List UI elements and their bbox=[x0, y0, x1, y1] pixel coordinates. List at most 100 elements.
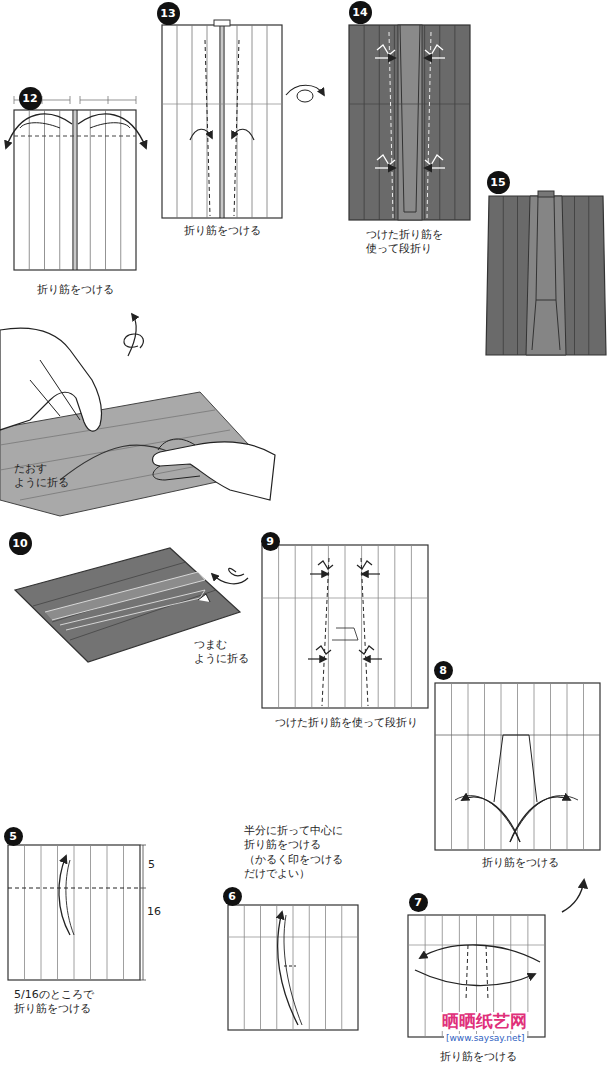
instruction-note: つまむ ように折る bbox=[194, 638, 258, 667]
drawing-stroke bbox=[349, 25, 470, 220]
dimension: 16 bbox=[147, 905, 161, 919]
drawing-stroke bbox=[14, 110, 136, 270]
drawing-stroke bbox=[158, 439, 195, 450]
drawing-stroke bbox=[377, 45, 395, 55]
drawing-stroke bbox=[394, 545, 395, 708]
drawing-stroke bbox=[574, 196, 575, 355]
step-number: 10 bbox=[9, 532, 32, 555]
drawing-stroke bbox=[29, 110, 30, 270]
drawing-stroke bbox=[486, 945, 488, 1000]
drawing-stroke bbox=[14, 136, 136, 137]
drawing-stroke bbox=[425, 155, 443, 165]
drawing-stroke bbox=[244, 905, 245, 1030]
instruction-note: 5/16のところで 折り筋をつける bbox=[14, 988, 114, 1017]
drawing-stroke bbox=[30, 360, 80, 420]
drawing-stroke bbox=[228, 937, 358, 938]
step-number: 9 bbox=[261, 532, 280, 551]
step-14 bbox=[349, 25, 470, 220]
drawing-stroke bbox=[454, 25, 455, 220]
drawing-stroke bbox=[427, 32, 431, 218]
drawing-stroke bbox=[503, 196, 589, 355]
drawing-stroke bbox=[57, 845, 58, 980]
drawing-stroke bbox=[262, 545, 428, 708]
drawing-stroke bbox=[362, 573, 380, 574]
instruction-note: 折り筋をつける bbox=[467, 856, 573, 870]
instruction-note: 折り筋をつける bbox=[172, 224, 272, 238]
drawing-stroke bbox=[214, 20, 230, 26]
drawing-stroke bbox=[375, 57, 395, 58]
drawing-stroke bbox=[420, 945, 540, 962]
drawing-stroke bbox=[123, 845, 124, 980]
step-number: 7 bbox=[409, 893, 428, 912]
step-number-text: 7 bbox=[414, 896, 422, 909]
drawing-stroke bbox=[375, 167, 395, 168]
drawing-stroke bbox=[378, 545, 379, 708]
drawing-stroke bbox=[466, 945, 468, 1000]
drawing-stroke bbox=[128, 314, 136, 356]
step-6 bbox=[228, 905, 358, 1030]
drawing-stroke bbox=[425, 915, 426, 1037]
drawing-stroke bbox=[177, 25, 178, 218]
drawing-stroke bbox=[267, 25, 268, 218]
drawing-stroke bbox=[44, 110, 45, 270]
drawing-stroke bbox=[120, 110, 121, 270]
drawing-stroke bbox=[162, 25, 282, 218]
drawing-stroke bbox=[435, 683, 600, 850]
drawing-stroke bbox=[162, 104, 282, 105]
drawing-stroke bbox=[234, 40, 239, 216]
drawing-stroke bbox=[538, 191, 554, 197]
drawing-stroke bbox=[567, 683, 568, 850]
instruction-note: 半分に折って中心に 折り筋をつける （かるく印をつける だけでよい） bbox=[244, 824, 358, 881]
drawing-stroke bbox=[309, 905, 310, 1030]
drawing-stroke bbox=[318, 561, 333, 569]
drawing-stroke bbox=[394, 25, 395, 220]
drawing-stroke bbox=[364, 658, 382, 659]
drawing-stroke bbox=[494, 735, 537, 802]
drawing-stroke bbox=[8, 888, 140, 889]
drawing-stroke bbox=[76, 110, 77, 270]
drawing-stroke bbox=[222, 25, 223, 218]
drawing-stroke bbox=[66, 860, 74, 935]
drawing-stroke bbox=[284, 915, 302, 1025]
drawing-stroke bbox=[532, 300, 560, 350]
drawing-stroke bbox=[486, 196, 606, 355]
drawing-stroke bbox=[361, 558, 368, 706]
instruction-note: たおす ように折る bbox=[14, 462, 78, 491]
drawing-stroke bbox=[415, 970, 535, 986]
drawing-stroke bbox=[398, 25, 422, 220]
drawing-stroke bbox=[510, 797, 570, 842]
drawing-stroke bbox=[278, 545, 279, 708]
drawing-stroke bbox=[462, 797, 520, 842]
drawing-stroke bbox=[293, 905, 294, 1030]
drawing-stroke bbox=[411, 545, 412, 708]
drawing-stroke bbox=[78, 114, 146, 148]
drawing-stroke bbox=[359, 646, 374, 654]
drawing-stroke bbox=[232, 129, 254, 140]
drawing-stroke bbox=[262, 598, 428, 599]
drawing-stroke bbox=[451, 683, 452, 850]
drawing-stroke bbox=[60, 590, 205, 630]
watermark: 晒晒纸艺网 bbox=[440, 1012, 529, 1031]
drawing-stroke bbox=[153, 442, 276, 500]
drawing-stroke bbox=[260, 905, 261, 1030]
drawing-stroke bbox=[212, 574, 248, 584]
drawing-stroke bbox=[341, 905, 342, 1030]
drawing-stroke bbox=[588, 196, 589, 355]
drawing-stroke bbox=[379, 25, 380, 220]
drawing-stroke bbox=[20, 123, 60, 128]
drawing-stroke bbox=[408, 915, 545, 1037]
drawing-stroke bbox=[90, 123, 130, 128]
drawing-stroke bbox=[74, 845, 75, 980]
instruction-note: 折り筋をつける bbox=[425, 1050, 531, 1064]
step-number-text: 15 bbox=[490, 176, 505, 189]
drawing-stroke bbox=[345, 545, 346, 708]
step-13 bbox=[162, 20, 324, 218]
drawing-stroke bbox=[452, 683, 584, 850]
drawing-stroke bbox=[229, 568, 244, 575]
drawing-stroke bbox=[25, 845, 124, 980]
drawing-stroke bbox=[198, 594, 210, 602]
drawing-stroke bbox=[192, 25, 193, 218]
drawing-stroke bbox=[90, 110, 91, 270]
